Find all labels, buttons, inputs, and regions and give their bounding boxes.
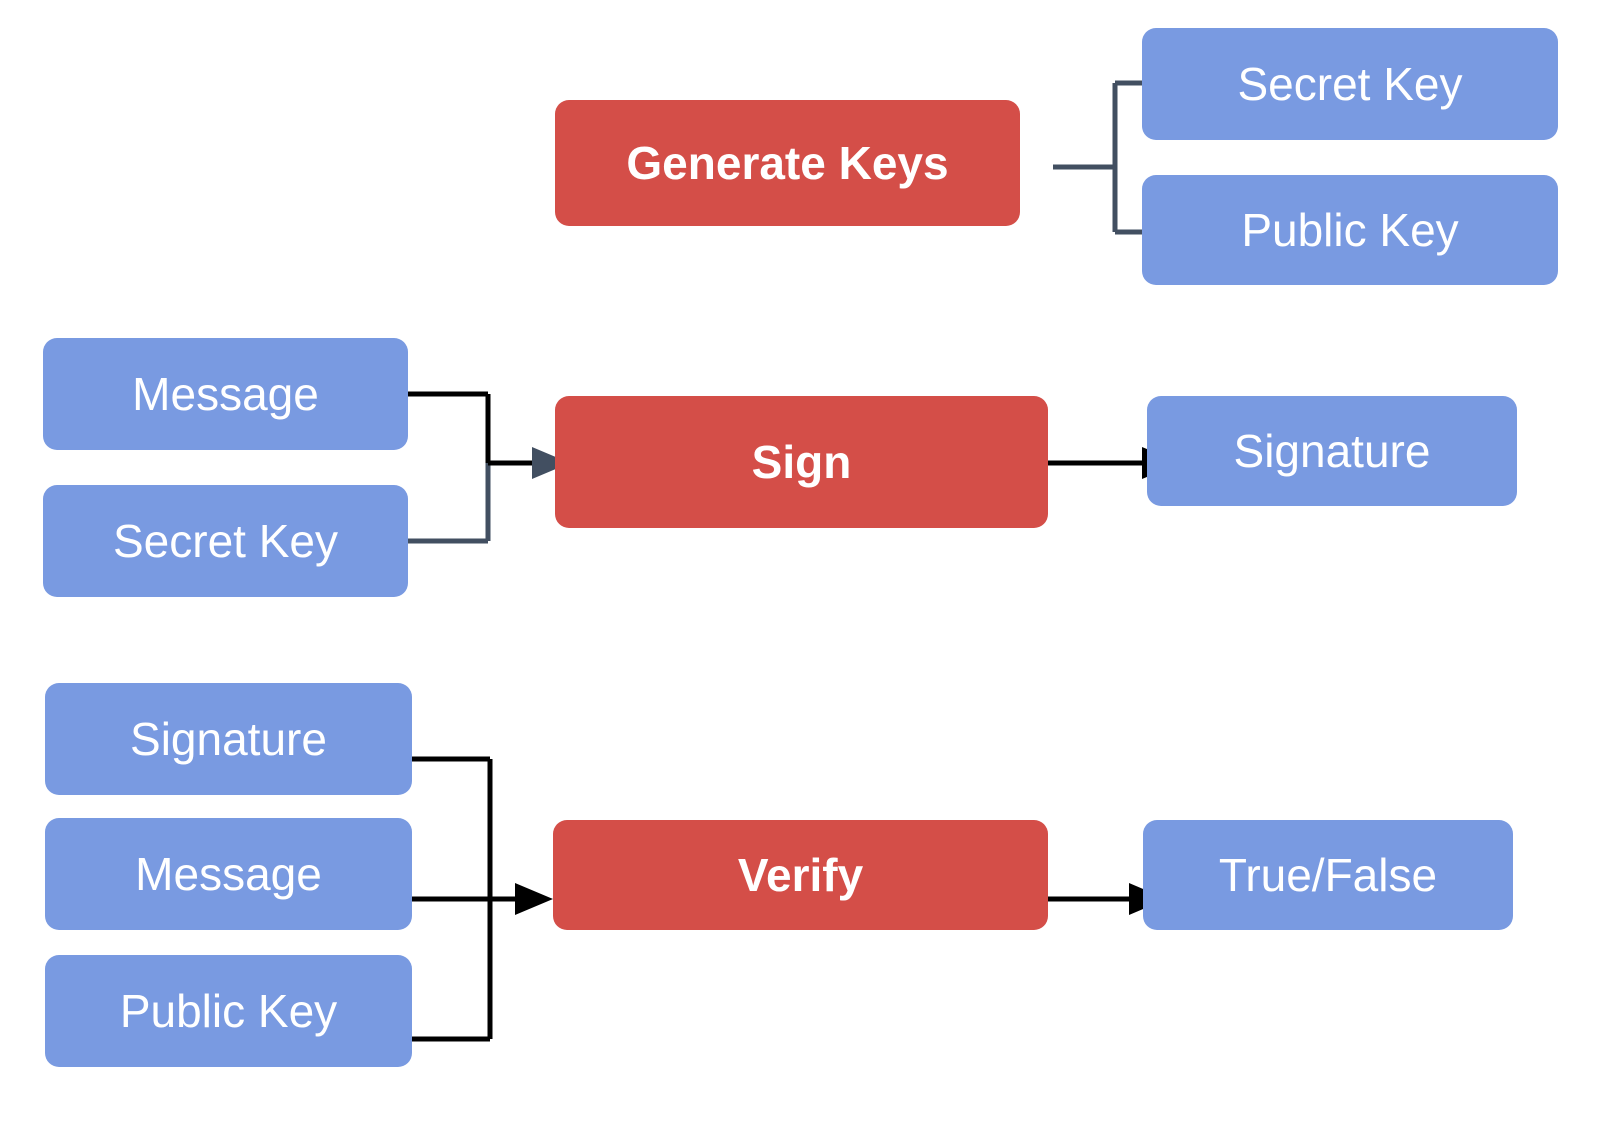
- node-truefalse-output[interactable]: True/False: [1143, 820, 1513, 930]
- node-secret-key-output[interactable]: Secret Key: [1142, 28, 1558, 140]
- node-secret-key-input-sign[interactable]: Secret Key: [43, 485, 408, 597]
- process-sign[interactable]: Sign: [555, 396, 1048, 528]
- arrowhead-verify: [515, 883, 553, 915]
- connector-inputs-to-verify: [412, 756, 553, 1042]
- node-public-key-input-verify[interactable]: Public Key: [45, 955, 412, 1067]
- node-signature-input-verify[interactable]: Signature: [45, 683, 412, 795]
- node-message-input-sign[interactable]: Message: [43, 338, 408, 450]
- process-generate-keys[interactable]: Generate Keys: [555, 100, 1020, 226]
- node-public-key-output[interactable]: Public Key: [1142, 175, 1558, 285]
- process-verify[interactable]: Verify: [553, 820, 1048, 930]
- node-message-input-verify[interactable]: Message: [45, 818, 412, 930]
- connector-inputs-to-sign: [408, 391, 570, 544]
- node-signature-output-sign[interactable]: Signature: [1147, 396, 1517, 506]
